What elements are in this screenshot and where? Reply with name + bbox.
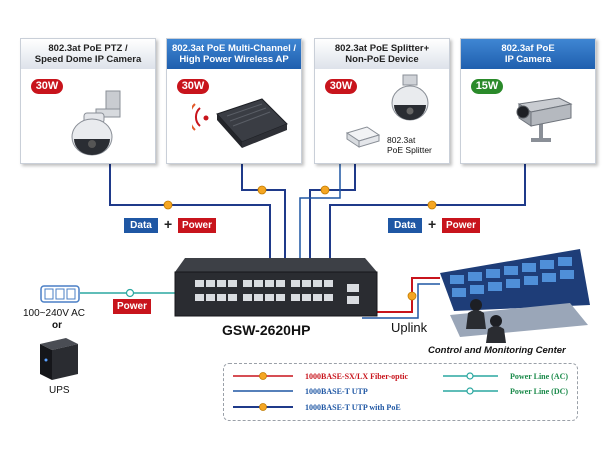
poe-dot-ipcam (427, 200, 437, 210)
ac-label: 100~240V AC (23, 308, 85, 319)
legend-utp: 1000BASE-T UTP (305, 387, 368, 396)
poe-dot-ptz (163, 200, 173, 210)
power-tag-left: Power (178, 218, 216, 233)
control-center-label: Control and Monitoring Center (428, 345, 566, 356)
ups-label: UPS (49, 385, 70, 396)
utp-line-splitter (299, 162, 341, 262)
watt-badge: 30W (325, 79, 357, 94)
watt-badge: 30W (31, 79, 63, 94)
power-outlet-icon (40, 285, 80, 303)
or-label: or (52, 320, 62, 331)
ac-dot (125, 288, 135, 298)
watt-badge: 30W (177, 79, 209, 94)
power-tag-right: Power (442, 218, 480, 233)
device-title: 802.3at PoE PTZ / Speed Dome IP Camera (21, 39, 155, 69)
poe-line-ipcam (329, 140, 526, 262)
legend-symbols (233, 372, 498, 411)
ptz-camera-icon (71, 90, 121, 156)
device-title: 802.3af PoE IP Camera (461, 39, 595, 69)
control-center-icon (440, 249, 590, 343)
legend-utp-poe: 1000BASE-T UTP with PoE (305, 403, 401, 412)
dome-camera-icon (391, 74, 429, 121)
switch-icon (174, 258, 378, 317)
device-title: 802.3at PoE Multi-Channel / High Power W… (167, 39, 301, 69)
legend-power-dc: Power Line (DC) (510, 387, 569, 396)
device-card-ipcam: 802.3af PoE IP Camera 15W (460, 38, 596, 164)
poe-line-splitter (309, 150, 356, 262)
switch-model-label: GSW-2620HP (222, 322, 311, 338)
poe-dot-ap (257, 185, 267, 195)
device-card-splitter: 802.3at PoE Splitter+ Non-PoE Device 30W… (314, 38, 450, 164)
poe-splitter-icon (345, 126, 381, 148)
legend-power-ac: Power Line (AC) (510, 372, 569, 381)
legend-fiber: 1000BASE-SX/LX Fiber-optic (305, 372, 409, 381)
plus-right: + (428, 216, 437, 232)
data-tag-left: Data (124, 218, 158, 233)
utp-uplink (362, 283, 440, 319)
power-tag-ac: Power (113, 299, 151, 314)
legend (223, 363, 578, 421)
poe-line-ptz (109, 162, 271, 262)
device-card-ap: 802.3at PoE Multi-Channel / High Power W… (166, 38, 302, 164)
fiber-dot (407, 291, 417, 301)
box-camera-icon (516, 97, 573, 142)
device-card-ptz: 802.3at PoE PTZ / Speed Dome IP Camera 3… (20, 38, 156, 164)
poe-dot-splitter (320, 185, 330, 195)
ups-icon (40, 338, 78, 380)
watt-badge: 15W (471, 79, 503, 94)
wireless-ap-icon (192, 98, 288, 148)
plus-left: + (164, 216, 173, 232)
device-title: 802.3at PoE Splitter+ Non-PoE Device (315, 39, 449, 69)
data-tag-right: Data (388, 218, 422, 233)
splitter-label: 802.3at PoE Splitter (387, 135, 432, 155)
uplink-label: Uplink (391, 320, 428, 335)
